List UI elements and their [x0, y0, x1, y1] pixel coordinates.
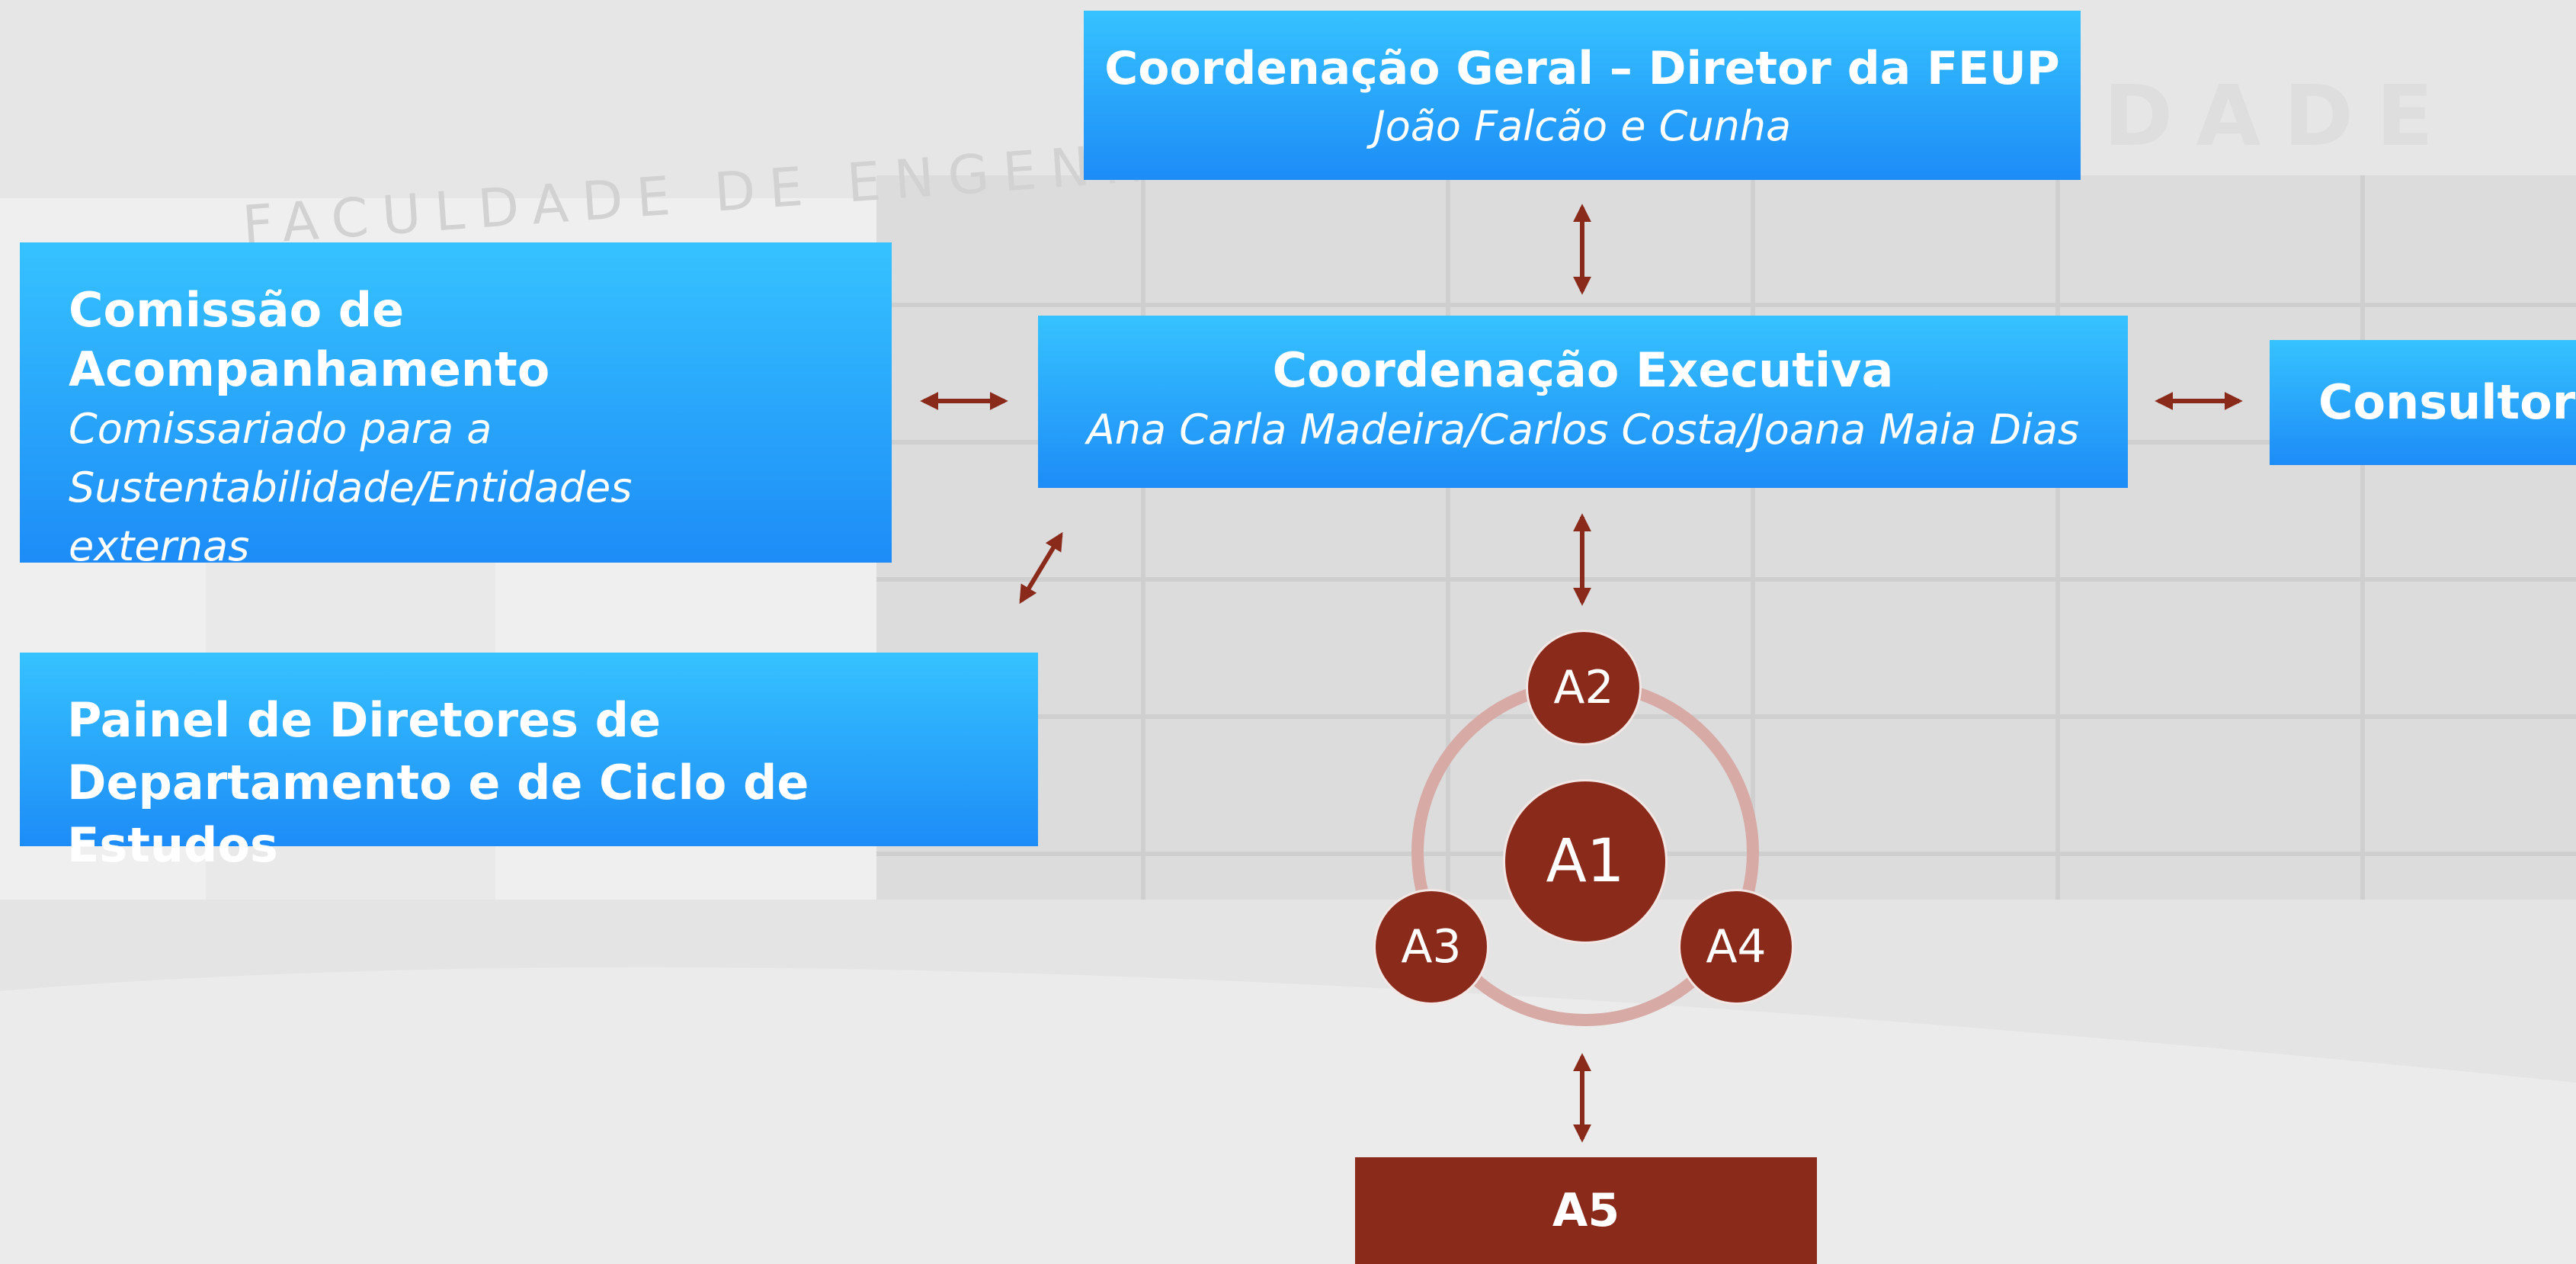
- coord-geral-title: Coordenação Geral – Diretor da FEUP: [1104, 42, 2060, 95]
- painel-box: Painel de Diretores de Departamento e de…: [20, 653, 1038, 873]
- node-a2: A2: [1526, 630, 1642, 746]
- node-a2-label: A2: [1553, 661, 1614, 714]
- node-a4-label: A4: [1706, 920, 1767, 974]
- node-a1: A1: [1503, 779, 1668, 944]
- node-a1-label: A1: [1546, 827, 1625, 896]
- node-a4: A4: [1678, 889, 1794, 1005]
- painel-title: Painel de Diretores de Departamento e de…: [67, 692, 809, 873]
- background-sign-right: DADE: [2103, 67, 2456, 165]
- coord-geral-subtitle: João Falcão e Cunha: [1373, 102, 1792, 150]
- consultor-box: Consultor: [2270, 340, 2576, 465]
- node-a3: A3: [1373, 889, 1489, 1005]
- comissao-subtitle: Comissariado para a Sustentabilidade/Ent…: [69, 405, 633, 570]
- a5-label: A5: [1552, 1184, 1620, 1237]
- coord-exec-subtitle: Ana Carla Madeira/Carlos Costa/Joana Mai…: [1086, 406, 2080, 454]
- coord-exec-box: Coordenação Executiva Ana Carla Madeira/…: [1038, 316, 2128, 488]
- comissao-box: Comissão de Acompanhamento Comissariado …: [20, 242, 892, 570]
- coord-geral-box: Coordenação Geral – Diretor da FEUP João…: [1084, 11, 2081, 180]
- node-a3-label: A3: [1401, 920, 1462, 974]
- coord-exec-title: Coordenação Executiva: [1272, 342, 1894, 398]
- a5-box: A5: [1355, 1157, 1817, 1264]
- comissao-title: Comissão de Acompanhamento: [69, 282, 550, 397]
- arrow-painel-exec: [1019, 531, 1063, 605]
- consultor-title: Consultor: [2318, 374, 2576, 430]
